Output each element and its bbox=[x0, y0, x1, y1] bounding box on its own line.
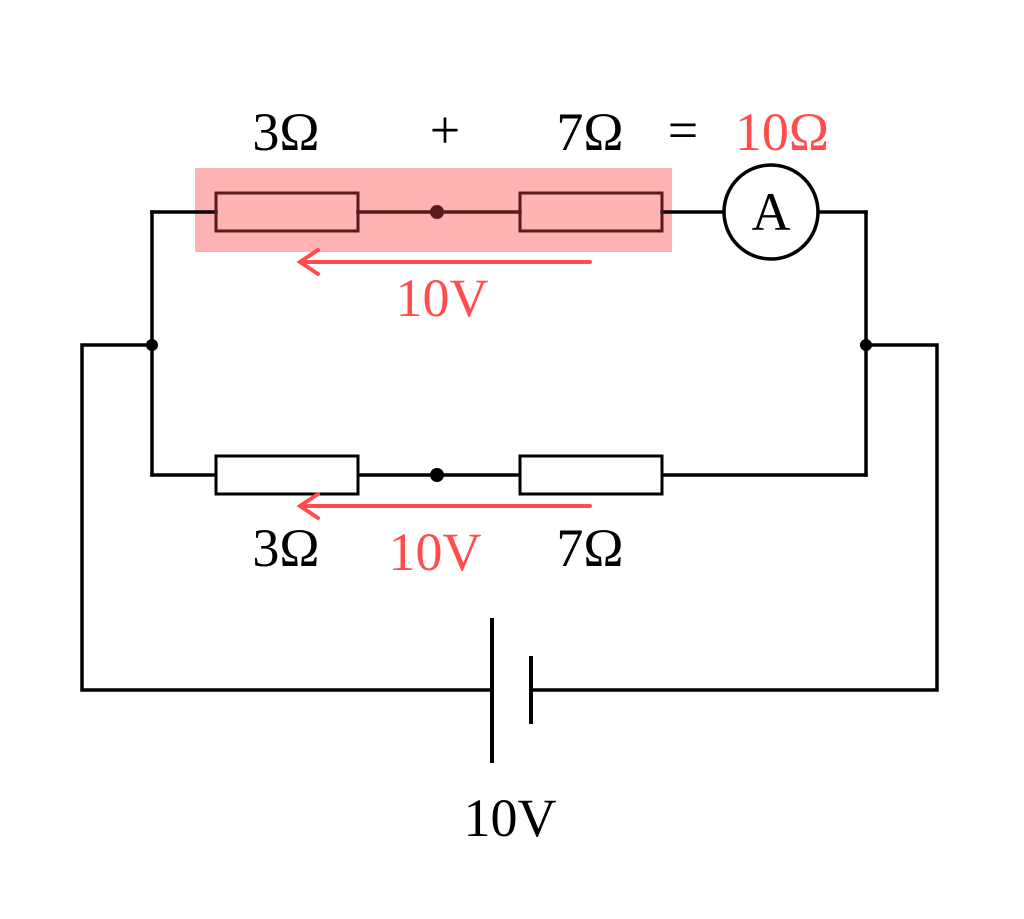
top-resistor-3ohm bbox=[214, 191, 360, 233]
top-r2-label: 7Ω bbox=[556, 102, 623, 162]
bottom-voltage-arrow-icon bbox=[296, 492, 592, 520]
bottom-r1-label: 3Ω bbox=[252, 518, 319, 578]
total-resistance-label: 10Ω bbox=[735, 102, 829, 162]
battery-icon bbox=[490, 618, 533, 763]
bottom-resistor-7ohm bbox=[518, 454, 664, 496]
ammeter-label: A bbox=[752, 182, 791, 242]
bottom-voltage-label: 10V bbox=[389, 522, 482, 582]
bottom-r2-label: 7Ω bbox=[556, 518, 623, 578]
bottom-resistor-3ohm bbox=[214, 454, 360, 496]
top-middle-node bbox=[430, 205, 444, 219]
plus-sign: + bbox=[430, 100, 460, 160]
top-voltage-arrow-icon bbox=[296, 248, 592, 276]
top-r1-label: 3Ω bbox=[252, 102, 319, 162]
ammeter: A bbox=[722, 163, 820, 261]
circuit-wires bbox=[80, 210, 939, 692]
battery-voltage-label: 10V bbox=[464, 788, 557, 848]
right-junction-node bbox=[860, 339, 872, 351]
top-resistor-7ohm bbox=[518, 191, 664, 233]
equals-sign: = bbox=[668, 100, 698, 160]
bottom-middle-node bbox=[430, 468, 444, 482]
ammeter-circle-icon bbox=[722, 163, 820, 261]
top-voltage-label: 10V bbox=[396, 268, 489, 328]
left-junction-node bbox=[146, 339, 158, 351]
